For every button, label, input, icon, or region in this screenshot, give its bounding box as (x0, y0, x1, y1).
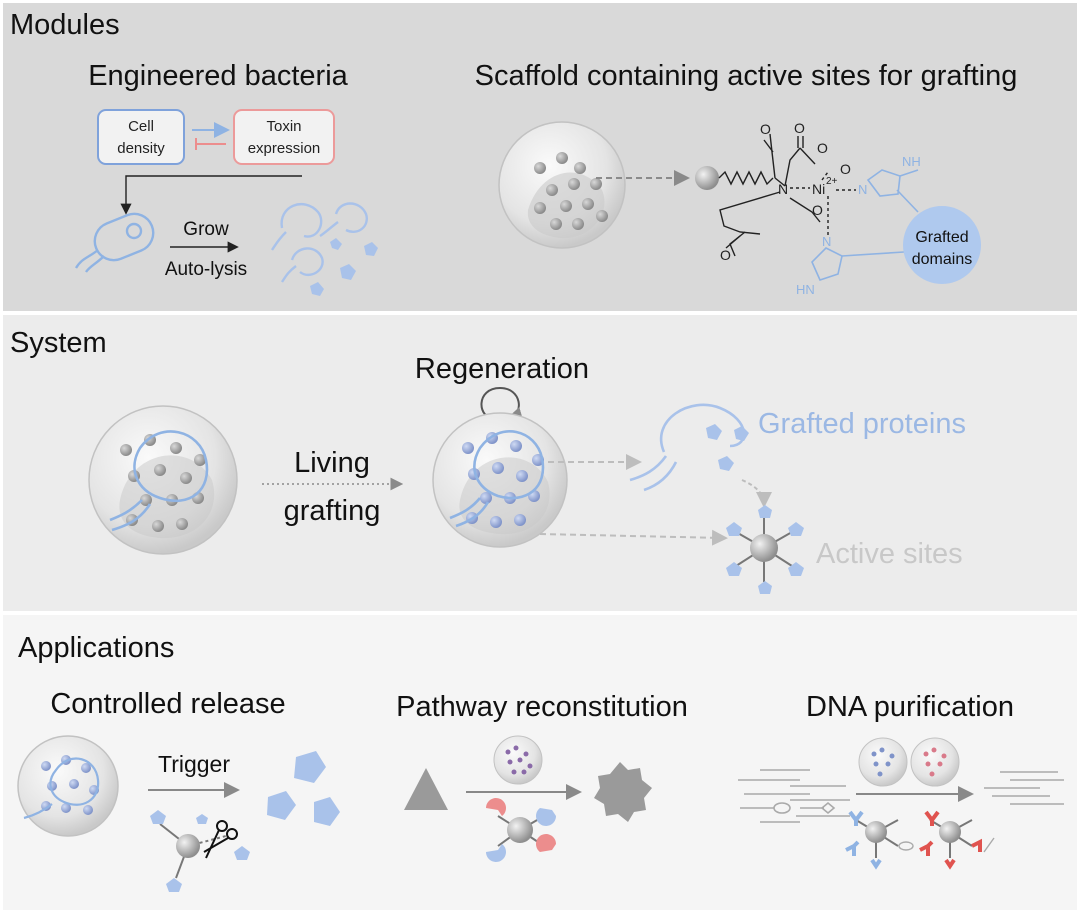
regenerated-sphere-bacterium (449, 430, 545, 528)
chem-o6: O (720, 247, 731, 263)
pathway-mini-beads (505, 745, 533, 775)
dna-loop-2 (820, 801, 836, 815)
chem-o5: O (812, 202, 823, 218)
substrate-triangle (404, 768, 448, 810)
chem-nh-top: NH (902, 154, 921, 169)
chem-ni: Ni (812, 181, 825, 197)
repression-line (195, 138, 226, 150)
bacteria-title: Engineered bacteria (88, 60, 348, 92)
dna-sphere-blue (858, 737, 908, 787)
dna-mixture-lines (738, 769, 850, 823)
system-proteins (706, 424, 749, 471)
grafting-sphere-beads (120, 434, 206, 532)
regeneration-label: Regeneration (415, 353, 589, 385)
to-active-sites-arrow (539, 529, 728, 546)
active-sites-label: Active sites (816, 538, 963, 570)
dna-purification-title: DNA purification (806, 691, 1014, 723)
lysed-bacteria (271, 202, 368, 283)
chem-hn-bottom: HN (796, 282, 815, 297)
dna-bead-blue (845, 810, 914, 870)
controlled-release-title: Controlled release (50, 688, 285, 720)
grafted-domains-label-1: Grafted (915, 229, 968, 246)
single-bacterium (74, 212, 155, 273)
grafted-proteins-label: Grafted proteins (758, 408, 966, 440)
chem-charge: 2+ (826, 176, 838, 187)
bead (695, 166, 719, 190)
system-title: System (10, 327, 107, 359)
grow-label: Grow (183, 219, 229, 240)
toxin-label-2: expression (248, 140, 321, 157)
dna-bead-red (919, 810, 995, 870)
histidine-ring-top (866, 169, 919, 213)
living-label: Living (294, 447, 370, 479)
regeneration-loop (480, 386, 524, 423)
purified-dna-lines (984, 771, 1064, 805)
chem-o4: O (840, 161, 851, 177)
proteins-to-sites-arrow (741, 479, 772, 508)
feedback-arrow (120, 175, 302, 215)
active-sites-bead (726, 505, 804, 594)
grafting-label: grafting (284, 495, 381, 527)
scissors-icon (203, 820, 238, 859)
chem-o2: O (794, 120, 805, 136)
pathway-bead (486, 798, 556, 862)
toxin-label-1: Toxin (266, 118, 301, 135)
chem-n-ring-bottom: N (822, 234, 831, 249)
released-pentagons (267, 751, 340, 826)
histidine-ring-bottom (811, 247, 905, 281)
dna-sphere-red-beads (923, 747, 947, 777)
autolysis-label: Auto-lysis (165, 259, 247, 280)
cell-density-box (97, 109, 185, 165)
product-star (594, 762, 652, 822)
applications-title: Applications (18, 632, 174, 664)
cell-density-label-1: Cell (128, 118, 154, 135)
chem-n-ring-top: N (858, 182, 867, 197)
modules-title: Modules (10, 9, 120, 41)
grafted-domains-circle (903, 206, 981, 284)
grafting-sphere-bacterium (109, 430, 209, 532)
release-bead (150, 810, 250, 892)
released-proteins (310, 238, 378, 296)
dna-sphere-blue-beads (871, 747, 895, 777)
release-sphere (17, 735, 119, 837)
dna-sphere-red (910, 737, 960, 787)
chem-n: N (778, 181, 788, 197)
ni-nta-structure (718, 133, 856, 257)
scaffold-beads (534, 152, 608, 230)
pathway-title: Pathway reconstitution (396, 691, 688, 723)
scaffold-title: Scaffold containing active sites for gra… (475, 60, 1018, 92)
chem-o3: O (817, 140, 828, 156)
release-sphere-beads (41, 755, 99, 815)
chem-o1: O (760, 121, 771, 137)
grafted-domains-label-2: domains (912, 251, 972, 268)
trigger-label: Trigger (158, 751, 230, 777)
dna-loop-1 (773, 802, 791, 814)
release-sphere-bacterium (23, 757, 100, 820)
toxin-box (233, 109, 335, 165)
cell-density-label-2: density (117, 140, 165, 157)
